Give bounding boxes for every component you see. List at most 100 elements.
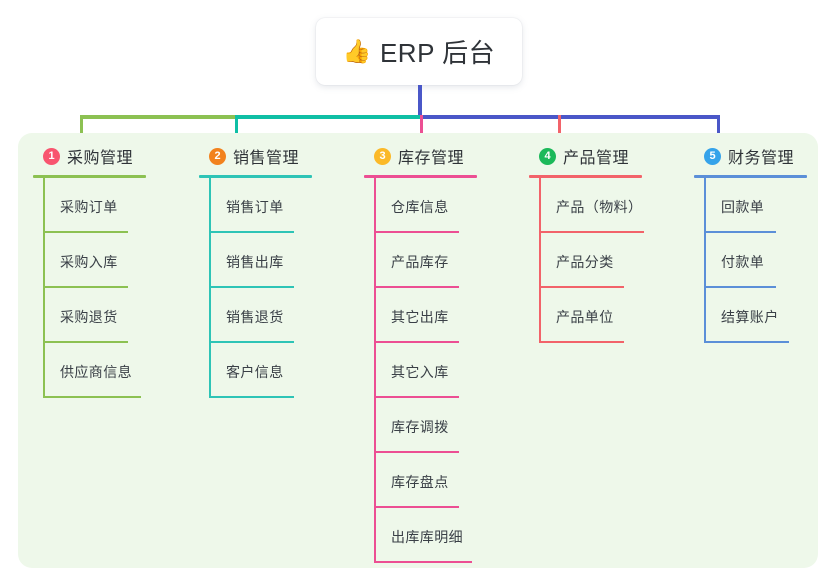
leaf-item-label: 销售出库	[226, 254, 284, 270]
leaf-item-underline	[704, 286, 776, 288]
leaf-item[interactable]: 销售订单	[199, 178, 312, 233]
leaf-item[interactable]: 采购订单	[33, 178, 146, 233]
leaf-item[interactable]: 采购退货	[33, 288, 146, 343]
drop-sales	[235, 115, 238, 144]
branch-trunk-purchase	[43, 178, 45, 398]
leaf-item-underline	[43, 231, 128, 233]
drop-product	[558, 115, 561, 144]
leaf-item[interactable]: 产品（物料）	[529, 178, 644, 233]
branch-badge-inventory: 3	[374, 147, 391, 165]
branch-title-inventory: 库存管理	[398, 150, 465, 167]
leaf-item-label: 结算账户	[721, 309, 779, 325]
branches-panel	[18, 133, 818, 568]
leaf-item-label: 供应商信息	[60, 364, 132, 380]
branch-items-inventory: 仓库信息产品库存其它出库其它入库库存调拨库存盘点出库库明细	[364, 178, 477, 563]
bus-indigo	[420, 115, 720, 119]
leaf-item[interactable]: 产品分类	[529, 233, 642, 288]
leaf-item-underline	[704, 341, 789, 343]
drop-finance	[717, 115, 720, 144]
branch-trunk-inventory	[374, 178, 376, 563]
leaf-item[interactable]: 仓库信息	[364, 178, 477, 233]
branch-column-product: 4 产品管理产品（物料） 产品分类产品单位	[529, 144, 644, 343]
leaf-item-underline	[374, 286, 459, 288]
thumbs-up-icon: 👍	[342, 38, 372, 64]
leaf-item[interactable]: 回款单	[694, 178, 807, 233]
leaf-item-underline	[374, 451, 459, 453]
leaf-item[interactable]: 产品库存	[364, 233, 477, 288]
branch-badge-finance: 5	[704, 147, 721, 165]
leaf-item[interactable]: 出库库明细	[364, 508, 477, 563]
branch-header-finance[interactable]: 5 财务管理	[694, 144, 807, 168]
drop-purchase	[80, 115, 83, 144]
leaf-item[interactable]: 销售退货	[199, 288, 312, 343]
branch-title-finance: 财务管理	[728, 150, 795, 167]
branch-underline-finance	[694, 175, 807, 178]
leaf-item-underline	[209, 286, 294, 288]
branch-column-finance: 5 财务管理回款单付款单结算账户	[694, 144, 807, 343]
leaf-item-underline	[43, 396, 141, 398]
leaf-item[interactable]: 库存调拨	[364, 398, 477, 453]
leaf-item-underline	[374, 506, 459, 508]
leaf-item-label: 产品分类	[556, 254, 614, 270]
branch-items-sales: 销售订单销售出库销售退货客户信息	[199, 178, 312, 398]
leaf-item-label: 其它出库	[391, 309, 449, 325]
leaf-item[interactable]: 其它出库	[364, 288, 477, 343]
leaf-item[interactable]: 供应商信息	[33, 343, 146, 398]
bus-green	[80, 115, 235, 119]
branch-column-inventory: 3 库存管理仓库信息产品库存其它出库其它入库库存调拨库存盘点出库库明细	[364, 144, 477, 563]
leaf-item[interactable]: 结算账户	[694, 288, 807, 343]
branch-title-sales: 销售管理	[233, 150, 300, 167]
leaf-item-label: 其它入库	[391, 364, 449, 380]
root-node-label: ERP 后台	[379, 38, 496, 68]
leaf-item-underline	[374, 231, 459, 233]
branch-trunk-product	[539, 178, 541, 343]
branch-underline-inventory	[364, 175, 477, 178]
leaf-item-label: 采购订单	[60, 199, 118, 215]
leaf-item-underline	[374, 341, 459, 343]
leaf-item[interactable]: 其它入库	[364, 343, 477, 398]
leaf-item-underline	[43, 286, 128, 288]
root-stem-connector	[418, 85, 422, 117]
leaf-item-label: 库存盘点	[391, 474, 449, 490]
branch-underline-sales	[199, 175, 312, 178]
branch-header-inventory[interactable]: 3 库存管理	[364, 144, 477, 168]
leaf-item-underline	[374, 396, 459, 398]
leaf-item-label: 仓库信息	[391, 199, 449, 215]
branch-underline-purchase	[33, 175, 146, 178]
branch-badge-product: 4	[539, 147, 556, 165]
drop-inventory	[420, 115, 423, 144]
leaf-item-label: 销售订单	[226, 199, 284, 215]
leaf-item-underline	[209, 231, 294, 233]
branch-header-product[interactable]: 4 产品管理	[529, 144, 642, 168]
leaf-item-underline	[43, 341, 128, 343]
leaf-item-label: 付款单	[721, 254, 765, 270]
branch-title-purchase: 采购管理	[67, 150, 134, 167]
leaf-item-underline	[539, 231, 644, 233]
branch-trunk-sales	[209, 178, 211, 398]
leaf-item[interactable]: 库存盘点	[364, 453, 477, 508]
leaf-item[interactable]: 产品单位	[529, 288, 642, 343]
leaf-item-label: 采购退货	[60, 309, 118, 325]
branch-title-product: 产品管理	[563, 150, 630, 167]
leaf-item-underline	[704, 231, 776, 233]
leaf-item-label: 客户信息	[226, 364, 284, 380]
leaf-item-label: 产品库存	[391, 254, 449, 270]
leaf-item[interactable]: 付款单	[694, 233, 807, 288]
root-node-title: 👍 ERP 后台	[343, 33, 495, 70]
leaf-item-underline	[539, 286, 624, 288]
leaf-item-underline	[209, 396, 294, 398]
branch-items-purchase: 采购订单采购入库采购退货供应商信息	[33, 178, 146, 398]
leaf-item-underline	[539, 341, 624, 343]
leaf-item-underline	[209, 341, 294, 343]
leaf-item[interactable]: 销售出库	[199, 233, 312, 288]
branch-underline-product	[529, 175, 642, 178]
root-node-card[interactable]: 👍 ERP 后台	[316, 18, 522, 85]
bus-teal	[235, 115, 420, 119]
leaf-item-label: 产品（物料）	[556, 199, 643, 215]
leaf-item-label: 回款单	[721, 199, 765, 215]
leaf-item[interactable]: 客户信息	[199, 343, 312, 398]
leaf-item[interactable]: 采购入库	[33, 233, 146, 288]
